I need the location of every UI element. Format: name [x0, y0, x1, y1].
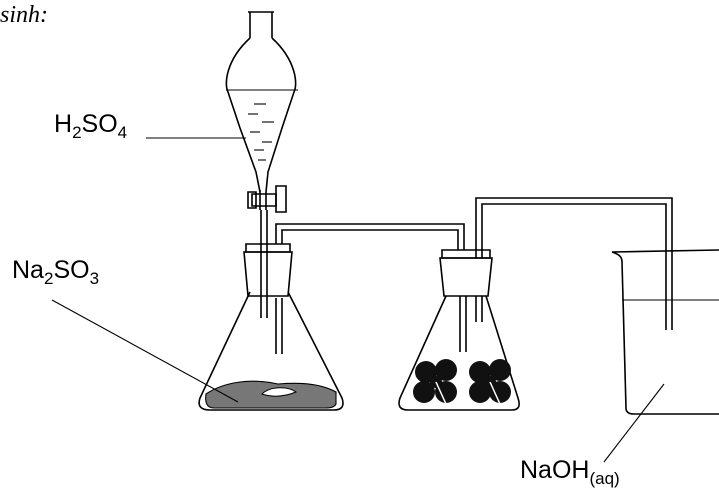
caption-fragment: sinh:	[0, 2, 48, 28]
separatory-funnel-icon	[225, 11, 298, 318]
flower-petal-icon	[469, 359, 511, 405]
beaker-icon	[611, 249, 719, 415]
erlenmeyer-flask-icon	[198, 243, 344, 411]
acid-label: H2SO4	[54, 110, 246, 142]
connecting-tube	[275, 223, 465, 250]
connecting-tube	[475, 197, 673, 330]
flower-petal-icon	[413, 359, 457, 405]
base-label: NaOH(aq)	[520, 383, 665, 488]
erlenmeyer-flask-icon	[398, 249, 520, 411]
stopcock-icon	[247, 185, 287, 213]
salt-label: Na2SO3	[12, 256, 239, 403]
svg-text:Na2SO3: Na2SO3	[12, 256, 99, 288]
svg-text:H2SO4: H2SO4	[54, 110, 127, 142]
svg-text:NaOH(aq): NaOH(aq)	[520, 456, 620, 488]
